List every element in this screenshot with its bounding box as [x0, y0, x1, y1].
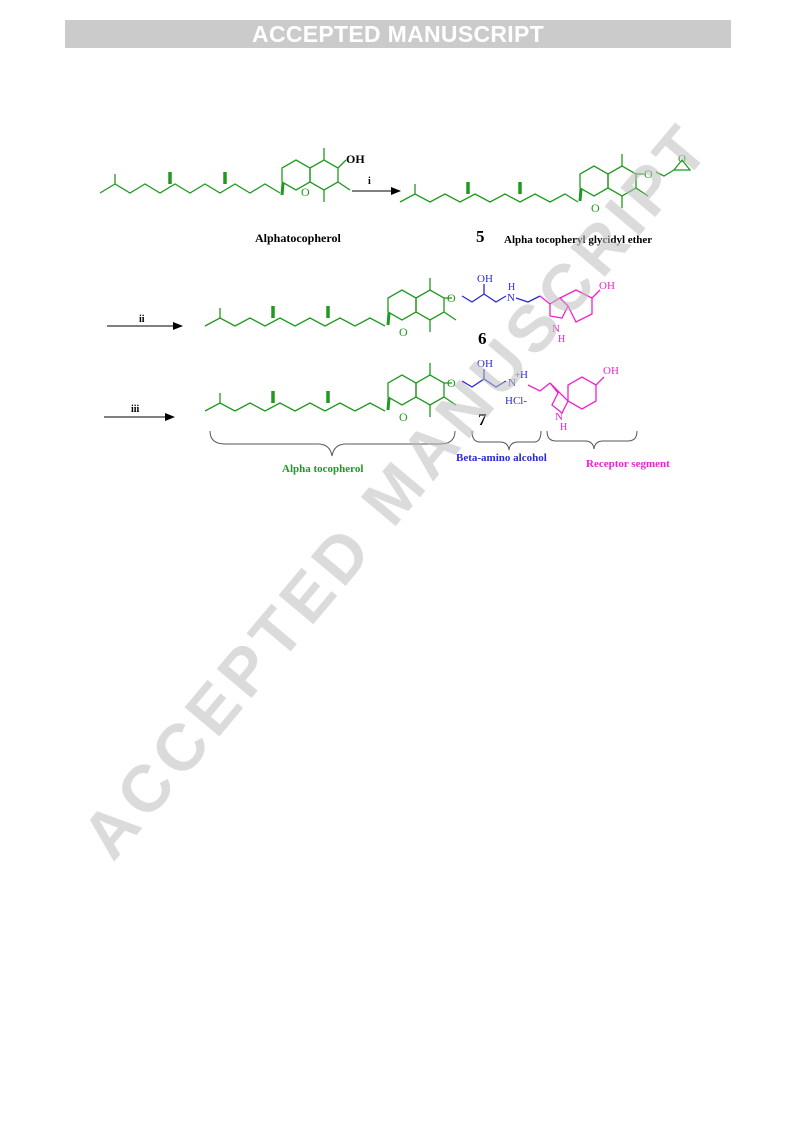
compound-7-phenol-oh: OH — [603, 365, 619, 377]
compound-7-indole-h: H — [560, 422, 567, 433]
compound-5-label: Alpha tocopheryl glycidyl ether — [504, 234, 652, 246]
compound-5-ring-oxygen: O — [591, 201, 600, 215]
compound-7-hydroxyl: OH — [477, 358, 493, 370]
step-i-label: i — [368, 176, 371, 187]
compound-5-ether-oxygen: O — [644, 167, 653, 181]
compound-7-charge: + — [515, 370, 520, 380]
segment-label-receptor: Receptor segment — [586, 458, 670, 470]
compound-7-structure: O O OH N + H HCl- OH N H 7 — [204, 358, 619, 433]
compound-7-indole-n: N — [555, 411, 563, 423]
segment-brace-tocopherol: Alpha tocopherol — [209, 430, 456, 475]
alphatocopherol-hydroxyl: OH — [346, 152, 365, 166]
alphatocopherol-ring-oxygen: O — [301, 185, 310, 199]
compound-7-ether-oxygen: O — [447, 376, 456, 390]
compound-6-indole-n: N — [552, 323, 560, 335]
compound-5-epoxide-oxygen: O — [678, 153, 686, 165]
compound-6-hydroxyl: OH — [477, 273, 493, 285]
banner-text: ACCEPTED MANUSCRIPT — [252, 20, 544, 47]
accepted-manuscript-banner: ACCEPTED MANUSCRIPT — [65, 20, 731, 48]
compound-6-ether-oxygen: O — [447, 291, 456, 305]
compound-7-hcl: HCl- — [505, 395, 527, 407]
compound-7-ring-oxygen: O — [399, 410, 408, 424]
step-ii-label: ii — [139, 314, 145, 325]
segment-brace-amino-alcohol: Beta-amino alcohol — [456, 430, 547, 464]
compound-7-ammonium-n: N — [508, 377, 516, 389]
alphatocopherol-structure: O OH Alphatocopherol — [99, 148, 365, 245]
compound-6-ring-oxygen: O — [399, 325, 408, 339]
compound-7-number: 7 — [478, 410, 487, 429]
compound-5-number: 5 — [476, 227, 485, 246]
compound-6-amine-n: N — [507, 292, 515, 304]
compound-6-number: 6 — [478, 329, 487, 348]
step-ii-arrow: ii — [107, 314, 183, 330]
segment-label-tocopherol: Alpha tocopherol — [282, 463, 363, 475]
segment-label-amino-alcohol: Beta-amino alcohol — [456, 452, 547, 464]
compound-6-structure: O O OH N H OH N H 6 — [204, 273, 615, 348]
alphatocopherol-label: Alphatocopherol — [255, 231, 341, 245]
segment-brace-receptor: Receptor segment — [546, 430, 670, 470]
step-iii-arrow: iii — [104, 404, 175, 421]
step-iii-label: iii — [131, 404, 140, 415]
compound-6-amine-h: H — [508, 282, 515, 293]
compound-6-indole-h: H — [558, 334, 565, 345]
compound-7-ammonium-h: H — [520, 369, 528, 381]
compound-6-phenol-oh: OH — [599, 280, 615, 292]
compound-5-structure: O O O 5 Alpha tocopheryl glycidyl ether — [399, 153, 692, 246]
step-i-arrow: i — [352, 176, 401, 195]
